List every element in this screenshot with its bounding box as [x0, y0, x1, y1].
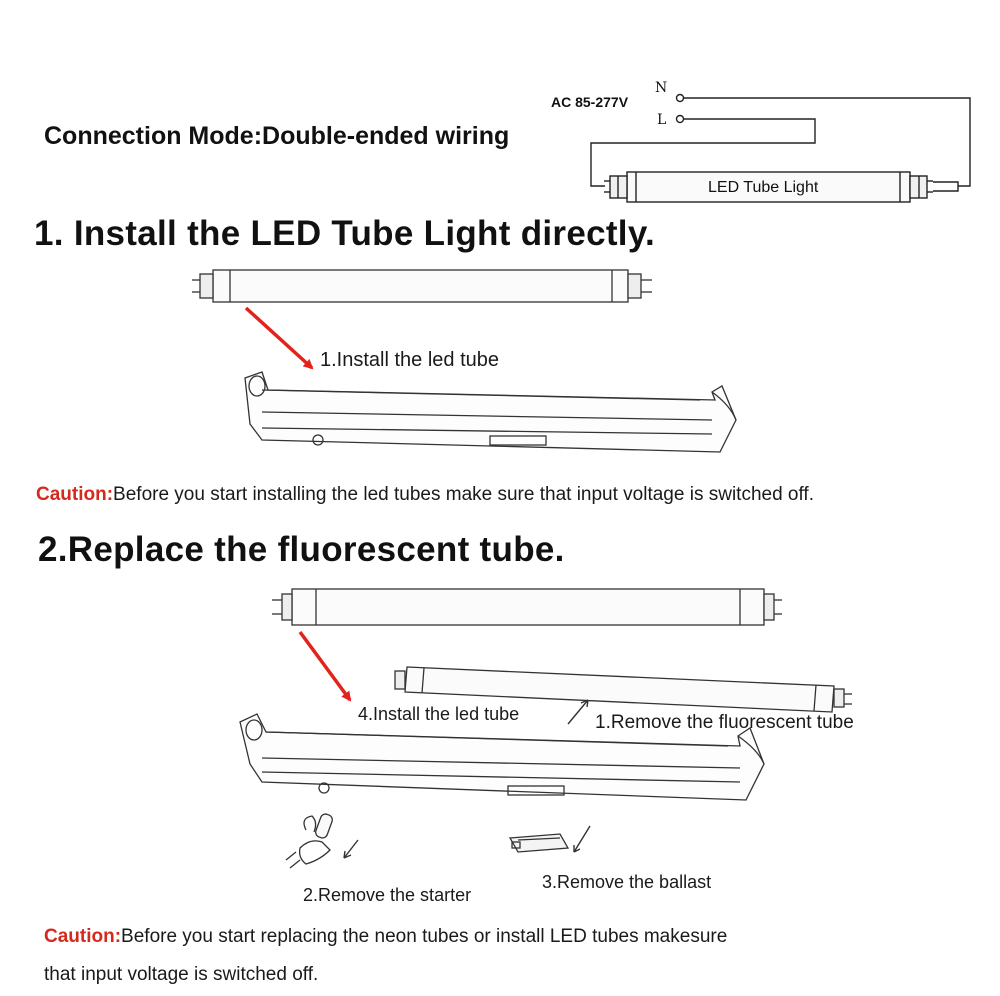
remove-ballast-label: 3.Remove the ballast — [542, 872, 712, 892]
wiring-tube-label: LED Tube Light — [708, 179, 819, 196]
voltage-label: AC 85-277V — [551, 94, 629, 110]
caution-text: Before you start replacing the neon tube… — [121, 926, 728, 947]
step2-caution-line2: that input voltage is switched off. — [44, 964, 319, 985]
live-terminal — [675, 114, 685, 124]
ballast-illustration — [508, 833, 570, 853]
install-arrow-step1 — [244, 306, 314, 370]
wiring-diagram — [590, 93, 971, 203]
led-tube-step2 — [272, 588, 782, 626]
install-arrow-step2 — [298, 630, 352, 702]
fluorescent-tube — [394, 666, 852, 713]
neutral-label: N — [655, 80, 668, 96]
live-label: L — [657, 112, 667, 128]
fixture-step1 — [244, 371, 737, 453]
remove-arrow-fluorescent — [567, 699, 589, 725]
step2-title: 2.Replace the fluorescent tube. — [38, 530, 565, 569]
connection-mode-title: Connection Mode:Double-ended wiring — [44, 122, 510, 150]
caution-prefix: Caution: — [44, 926, 122, 947]
led-tube-step1 — [192, 269, 652, 303]
step1-title: 1. Install the LED Tube Light directly. — [34, 214, 656, 253]
starter-illustration — [285, 813, 333, 869]
step1-caution: Caution:Before you start installing the … — [36, 484, 814, 506]
live-wire — [590, 118, 816, 187]
step2-install-label: 4.Install the led tube — [358, 704, 520, 724]
fixture-step2 — [239, 713, 765, 801]
remove-fluorescent-label: 1.Remove the fluorescent tube — [595, 712, 854, 733]
neutral-terminal — [675, 93, 685, 103]
neutral-wire — [684, 97, 971, 187]
step1-install-label: 1.Install the led tube — [320, 349, 500, 371]
caution-prefix: Caution: — [36, 484, 114, 505]
remove-starter-label: 2.Remove the starter — [303, 885, 472, 905]
step2-caution-line1: Caution:Before you start replacing the n… — [44, 926, 727, 948]
caution-text: Before you start installing the led tube… — [113, 484, 814, 505]
